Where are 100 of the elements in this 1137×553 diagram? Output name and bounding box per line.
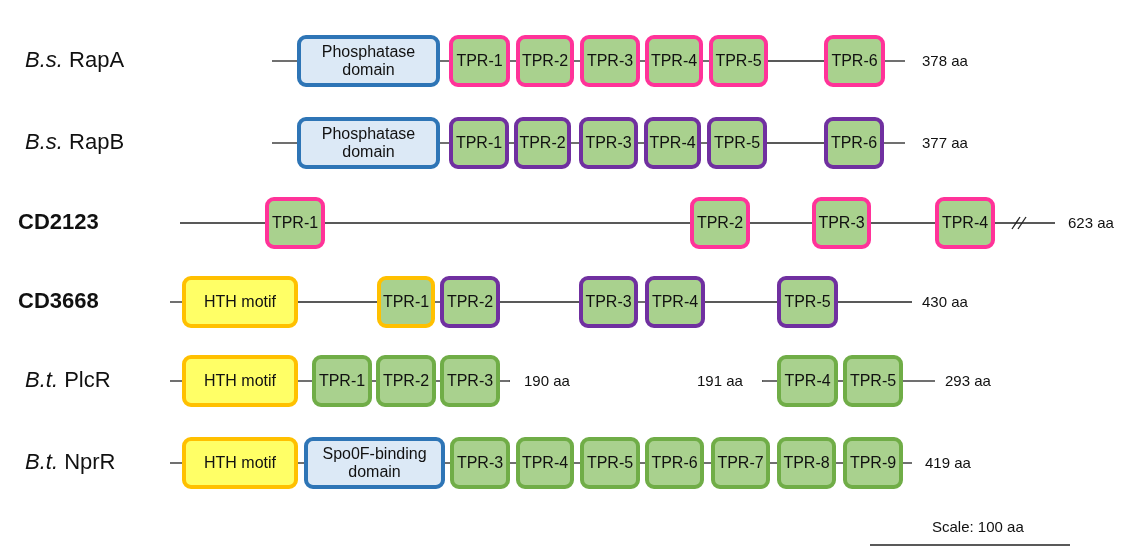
tpr-box: TPR-5 — [777, 276, 838, 328]
backbone-line — [324, 222, 691, 224]
tpr-box: TPR-3 — [579, 276, 638, 328]
backbone-line — [499, 301, 580, 303]
backbone-line — [837, 301, 913, 303]
backbone-line — [573, 462, 581, 464]
backbone-line — [837, 380, 844, 382]
protein-name: CD3668 — [18, 290, 99, 312]
backbone-line — [271, 142, 298, 144]
backbone-line — [508, 142, 515, 144]
tpr-box: TPR-6 — [824, 117, 884, 169]
backbone-line — [509, 60, 517, 62]
backbone-line — [169, 380, 183, 382]
backbone-line — [297, 380, 313, 382]
backbone-line — [371, 380, 377, 382]
length-label: 430 aa — [922, 293, 968, 309]
backbone-line — [637, 142, 645, 144]
domain-box: Spo0F-binding domain — [304, 437, 445, 489]
backbone-line — [870, 222, 936, 224]
backbone-line — [509, 462, 517, 464]
tpr-box: TPR-5 — [707, 117, 767, 169]
backbone-line — [434, 301, 441, 303]
backbone-line — [169, 462, 183, 464]
backbone-line — [637, 301, 646, 303]
backbone-line — [704, 301, 778, 303]
backbone-line — [749, 222, 813, 224]
backbone-line — [702, 60, 710, 62]
tpr-box: TPR-3 — [450, 437, 510, 489]
backbone-line — [761, 380, 778, 382]
tpr-box: TPR-5 — [580, 437, 640, 489]
backbone-line — [297, 462, 305, 464]
backbone-line — [439, 142, 450, 144]
backbone-line — [703, 462, 712, 464]
backbone-line — [884, 60, 906, 62]
tpr-box: TPR-5 — [709, 35, 768, 87]
tpr-box: TPR-3 — [440, 355, 500, 407]
tpr-box: TPR-6 — [645, 437, 704, 489]
backbone-line — [700, 142, 708, 144]
backbone-line — [767, 60, 825, 62]
length-label: 623 aa — [1068, 214, 1114, 230]
tpr-box: TPR-2 — [516, 35, 574, 87]
backbone-line — [902, 462, 913, 464]
backbone-line — [902, 380, 936, 382]
protein-name: B.s. RapB — [25, 131, 125, 153]
tpr-box: TPR-2 — [514, 117, 571, 169]
tpr-box: TPR-1 — [312, 355, 372, 407]
motif-box: HTH motif — [182, 276, 298, 328]
tpr-box: TPR-2 — [690, 197, 750, 249]
backbone-line — [499, 380, 511, 382]
backbone-line — [639, 60, 646, 62]
tpr-box: TPR-1 — [449, 35, 510, 87]
length-label: 377 aa — [922, 134, 968, 150]
protein-name: B.s. RapA — [25, 49, 125, 71]
backbone-line — [570, 142, 580, 144]
protein-name: B.t. NprR — [25, 451, 116, 473]
domain-box: Phosphatase domain — [297, 35, 440, 87]
backbone-line — [766, 142, 825, 144]
backbone-line — [169, 301, 183, 303]
tpr-box: TPR-4 — [516, 437, 574, 489]
backbone-line — [435, 380, 441, 382]
tpr-box: TPR-7 — [711, 437, 770, 489]
tpr-box: TPR-1 — [377, 276, 435, 328]
tpr-box: TPR-6 — [824, 35, 885, 87]
tpr-box: TPR-3 — [812, 197, 871, 249]
tpr-box: TPR-9 — [843, 437, 903, 489]
length-label: 191 aa — [697, 372, 743, 388]
backbone-line — [639, 462, 646, 464]
length-label: 419 aa — [925, 454, 971, 470]
length-label: 190 aa — [524, 372, 570, 388]
motif-box: HTH motif — [182, 437, 298, 489]
tpr-box: TPR-3 — [580, 35, 640, 87]
backbone-line — [835, 462, 844, 464]
protein-name: CD2123 — [18, 211, 99, 233]
backbone-line — [883, 142, 906, 144]
tpr-box: TPR-4 — [777, 355, 838, 407]
tpr-box: TPR-3 — [579, 117, 638, 169]
tpr-box: TPR-4 — [645, 35, 703, 87]
protein-name: B.t. PlcR — [25, 369, 111, 391]
tpr-box: TPR-4 — [935, 197, 995, 249]
backbone-line — [769, 462, 778, 464]
tpr-box: TPR-1 — [449, 117, 509, 169]
tpr-box: TPR-4 — [645, 276, 705, 328]
tpr-box: TPR-8 — [777, 437, 836, 489]
tpr-box: TPR-2 — [440, 276, 500, 328]
motif-box: HTH motif — [182, 355, 298, 407]
backbone-line — [179, 222, 266, 224]
tpr-box: TPR-1 — [265, 197, 325, 249]
tpr-box: TPR-5 — [843, 355, 903, 407]
domain-box: Phosphatase domain — [297, 117, 440, 169]
tpr-box: TPR-4 — [644, 117, 701, 169]
backbone-line — [271, 60, 298, 62]
length-label: 378 aa — [922, 52, 968, 68]
backbone-line — [573, 60, 581, 62]
scale-label: Scale: 100 aa — [932, 518, 1024, 534]
tpr-box: TPR-2 — [376, 355, 436, 407]
backbone-line — [297, 301, 378, 303]
backbone-line — [444, 462, 451, 464]
backbone-line — [439, 60, 450, 62]
length-label: 293 aa — [945, 372, 991, 388]
backbone-line — [994, 222, 1056, 224]
